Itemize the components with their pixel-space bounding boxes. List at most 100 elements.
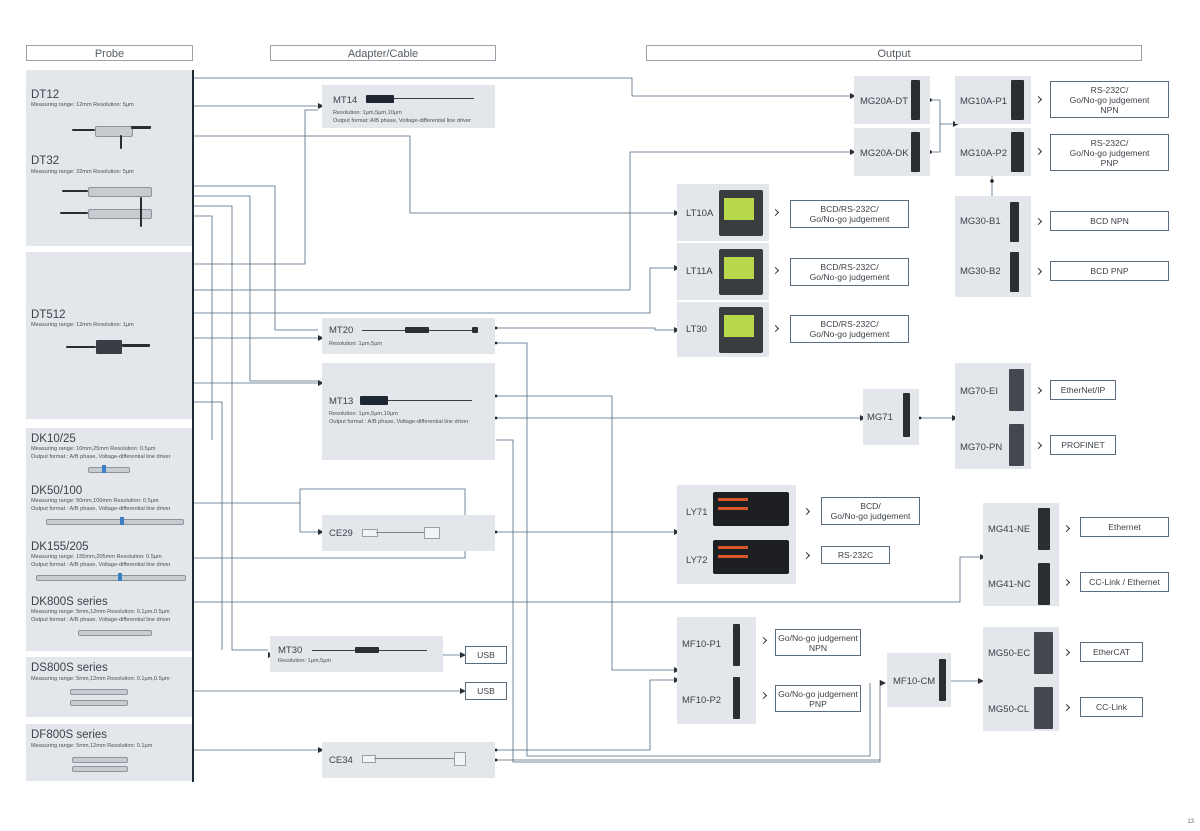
- probe-image-dk10: [88, 467, 130, 473]
- output-line: BCD PNP: [1090, 266, 1129, 276]
- wire-dot: [494, 394, 498, 398]
- output-line: RS-232C/: [1090, 84, 1129, 95]
- unit-image-mg20a-dk: [911, 132, 920, 172]
- probe-spec-dk10-1: Measuring range: 10mm,25mm Resolution: 0…: [31, 446, 156, 452]
- probe-image-ds800s-a: [70, 689, 128, 695]
- output-box-usb-mt30: USB: [465, 646, 507, 664]
- adapter-spec-mt14-2: Output format: A/B phase, Voltage-differ…: [333, 118, 471, 124]
- wire: [496, 679, 674, 751]
- unit-image-ly72-display2: [718, 555, 748, 558]
- adapter-image-ce29-cable: [376, 532, 424, 533]
- adapter-label-mt13: MT13: [329, 396, 354, 407]
- probe-title-dk10: DK10/25: [31, 433, 76, 445]
- probe-spec-dt512: Measuring range: 12mm Resolution: 1µm: [31, 322, 134, 328]
- probe-spec-dk10-2: Output format : A/B phase, Voltage-diffe…: [31, 454, 171, 460]
- adapter-node-mt30: [270, 636, 443, 672]
- output-line: EtherCAT: [1092, 647, 1131, 657]
- adapter-spec-mt14-1: Resolution: 1µm,5µm,10µm: [333, 110, 402, 116]
- probe-spec-dk50-2: Output format : A/B phase, Voltage-diffe…: [31, 506, 171, 512]
- wire: [192, 77, 850, 97]
- output-line: Go/No-go judgement: [809, 214, 890, 224]
- adapter-label-ce29: CE29: [329, 528, 353, 539]
- output-box-mf10-p1: Go/No-go judgement NPN: [775, 629, 861, 656]
- wire: [192, 151, 850, 291]
- arrow-head: [953, 121, 959, 127]
- output-box-mg30-b2: BCD PNP: [1050, 261, 1169, 281]
- unit-image-mf10-cm: [939, 659, 946, 701]
- unit-label-mg70-ei: MG70-EI: [960, 386, 999, 397]
- output-header: Output: [646, 45, 1142, 61]
- probe-title-dt32: DT32: [31, 155, 60, 167]
- output-box-lt10a: BCD/RS-232C/ Go/No-go judgement: [790, 200, 909, 228]
- wire: [930, 124, 941, 153]
- wire: [192, 215, 213, 440]
- arrow-head: [318, 335, 324, 341]
- probe-spec-dk155-2: Output format : A/B phase, Voltage-diffe…: [31, 562, 171, 568]
- wire: [192, 401, 223, 650]
- unit-image-mg50-ec: [1034, 632, 1053, 674]
- unit-label-mg50-cl: MG50-CL: [988, 704, 1030, 715]
- output-line: NPN: [1100, 104, 1119, 115]
- wire: [930, 99, 953, 125]
- unit-image-ly72-display: [718, 546, 748, 549]
- probe-title-dk800s: DK800S series: [31, 596, 108, 608]
- probe-header: Probe: [26, 45, 193, 61]
- wire-dot: [494, 326, 498, 330]
- wire: [192, 195, 318, 382]
- probe-title-df800s: DF800S series: [31, 729, 108, 741]
- adapter-image-mt20-plug: [472, 327, 478, 333]
- output-box-mg10a-p1: RS-232C/ Go/No-go judgement NPN: [1050, 81, 1169, 118]
- output-line: BCD/RS-232C/: [820, 319, 879, 329]
- wire-dot: [918, 416, 922, 420]
- arrow-head: [978, 678, 984, 684]
- wire: [496, 439, 881, 763]
- wire: [192, 267, 674, 314]
- arrow-head: [318, 747, 324, 753]
- probe-title-dt512: DT512: [31, 309, 66, 321]
- unit-image-mg10a-p1: [1011, 80, 1024, 120]
- output-line: Ethernet: [1108, 522, 1141, 532]
- output-line: PNP: [1100, 157, 1119, 168]
- probe-image-dt32-cable: [140, 197, 142, 227]
- output-line: NPN: [808, 642, 828, 653]
- unit-image-mf10-p1: [733, 624, 740, 666]
- unit-node-mg30: [955, 196, 1031, 297]
- probe-divider: [192, 70, 194, 782]
- arrow-head: [318, 380, 324, 386]
- probe-panel-dk: [26, 428, 192, 651]
- probe-image-dk50-band: [120, 517, 124, 525]
- unit-image-mg10a-p2: [1011, 132, 1024, 172]
- unit-label-mf10-cm: MF10-CM: [893, 676, 936, 687]
- adapter-spec-mt13-1: Resolution: 1µm,5µm,10µm: [329, 411, 398, 417]
- arrow-head: [460, 688, 466, 694]
- probe-image-dt32-b: [88, 209, 152, 219]
- adapter-image-ce29-connector: [424, 527, 440, 539]
- adapter-cable-header: Adapter/Cable: [270, 45, 496, 61]
- unit-image-ly71-display2: [718, 507, 748, 510]
- output-line: PROFINET: [1061, 440, 1105, 450]
- wire-dot: [494, 748, 498, 752]
- arrow-head: [460, 652, 466, 658]
- wire: [192, 488, 466, 559]
- probe-image-dk50: [46, 519, 184, 525]
- output-box-mg70-pn: PROFINET: [1050, 435, 1116, 455]
- probe-image-dk155-band: [118, 573, 122, 581]
- output-box-usb-ds800s: USB: [465, 682, 507, 700]
- unit-label-mg30-b2: MG30-B2: [960, 266, 1001, 277]
- adapter-image-mt30: [355, 647, 379, 653]
- output-line: BCD NPN: [1090, 216, 1129, 226]
- adapter-label-ce34: CE34: [329, 755, 353, 766]
- output-box-mg41-nc: CC-Link / Ethernet: [1080, 572, 1169, 592]
- output-line: EtherNet/IP: [1060, 385, 1106, 395]
- output-box-mg70-ei: EtherNet/IP: [1050, 380, 1116, 400]
- wire-dot: [494, 530, 498, 534]
- adapter-image-mt20: [405, 327, 429, 333]
- unit-image-lt10a-lcd: [724, 198, 754, 220]
- adapter-image-ce29-plug: [362, 529, 378, 537]
- wire: [192, 135, 674, 214]
- arrow-head: [850, 149, 856, 155]
- unit-label-mg10a-p1: MG10A-P1: [960, 96, 1007, 107]
- unit-label-mf10-p2: MF10-P2: [682, 695, 722, 706]
- arrow-head: [318, 103, 324, 109]
